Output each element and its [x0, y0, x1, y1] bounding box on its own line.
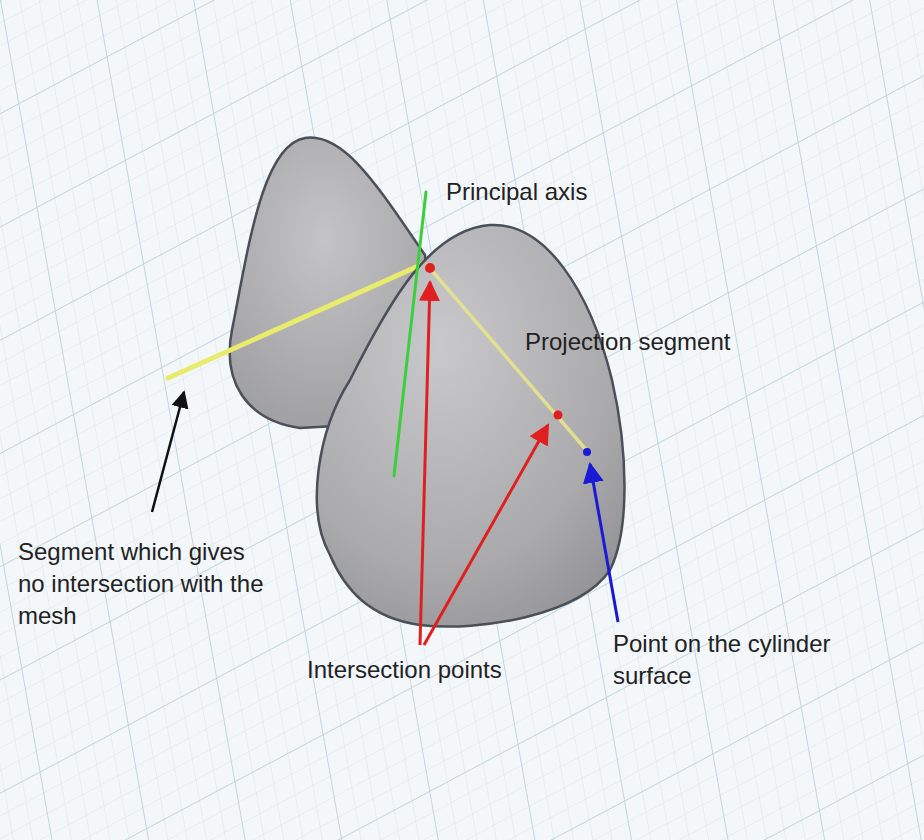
- segment-label: Projection segment: [525, 326, 730, 358]
- axis-label: Principal axis: [446, 176, 587, 208]
- cylinder-point-label: Point on the cylinder surface: [613, 628, 873, 692]
- no-intersection-label: Segment which gives no intersection with…: [18, 536, 268, 632]
- intersection-label: Intersection points: [307, 654, 502, 686]
